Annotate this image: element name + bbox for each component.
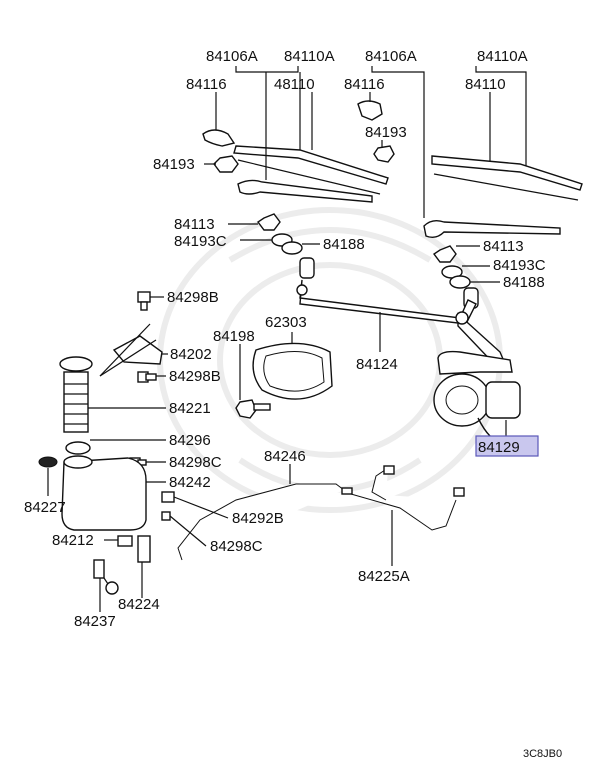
wiper-linkage	[296, 279, 507, 369]
label-filler-neck[interactable]: 84221	[169, 400, 211, 417]
label-grommet[interactable]: 84296	[169, 432, 211, 449]
center-nut	[373, 145, 395, 163]
label-hose[interactable]: 84246	[264, 448, 306, 465]
label-gasket[interactable]: 62303	[265, 314, 307, 331]
washer-pump	[117, 535, 151, 563]
label-connector[interactable]: 84224	[118, 596, 160, 613]
motor-gasket	[252, 342, 333, 400]
reservoir-bracket	[99, 323, 163, 377]
part-highlight	[475, 435, 539, 457]
label-harness[interactable]: 84225A	[358, 568, 410, 585]
right-wiper-assembly	[423, 155, 583, 239]
left-wiper-cap	[202, 129, 236, 147]
washer-hose	[177, 483, 345, 561]
label-nut-center[interactable]: 84193	[365, 124, 407, 141]
label-linkage[interactable]: 84124	[356, 356, 398, 373]
label-blade-refill-right[interactable]: 84110	[465, 76, 506, 93]
left-wiper-arm	[237, 179, 373, 203]
label-pivot-seal-left[interactable]: 84188	[323, 236, 365, 253]
label-pivot-nut-left[interactable]: 84113	[174, 216, 215, 233]
hose-clip-b	[161, 491, 175, 503]
label-motor-bolt[interactable]: 84198	[213, 328, 255, 345]
label-bolt-top[interactable]: 84298B	[167, 289, 219, 306]
label-tank[interactable]: 84242	[169, 474, 211, 491]
left-wiper-assembly	[202, 100, 395, 203]
wiper-motor	[433, 350, 521, 437]
hose-clip-c	[161, 511, 171, 521]
label-bolt-mid[interactable]: 84298B	[169, 368, 221, 385]
label-pivot-nut-right[interactable]: 84113	[483, 238, 524, 255]
label-pump[interactable]: 84212	[52, 532, 94, 549]
label-motor[interactable]: 84129	[478, 439, 520, 456]
right-pivot-seal	[449, 275, 471, 289]
bolt-top	[137, 291, 151, 311]
left-nut	[213, 155, 239, 173]
label-pivot-washer-right[interactable]: 84193C	[493, 257, 546, 274]
label-clip-b[interactable]: 84292B	[232, 510, 284, 527]
grommet	[65, 441, 91, 455]
motor-bolt	[235, 399, 271, 419]
label-pivot-seal-right[interactable]: 84188	[503, 274, 545, 291]
label-nut-left[interactable]: 84193	[153, 156, 195, 173]
label-wiper-blade-right[interactable]: 84110A	[477, 48, 528, 65]
left-pivot-parts	[256, 213, 315, 279]
label-wiper-blade-assy-left[interactable]: 84106A	[206, 48, 258, 65]
left-pivot-shaft	[299, 257, 315, 279]
label-clip-c[interactable]: 84298C	[169, 454, 222, 471]
diagram-code: 3C8JB0	[523, 748, 562, 760]
tank-cap	[38, 456, 58, 468]
right-wiper-blade	[431, 155, 583, 191]
center-wiper-cap	[357, 100, 383, 121]
label-blade-refill-left[interactable]: 48110	[274, 76, 315, 93]
right-pivot-nut	[432, 245, 457, 263]
label-cap-left[interactable]: 84116	[186, 76, 227, 93]
label-cap-right[interactable]: 84116	[344, 76, 385, 93]
filler-neck	[59, 356, 93, 433]
right-wiper-arm	[423, 219, 561, 239]
left-pivot-nut	[256, 213, 281, 231]
leader-lines	[47, 66, 527, 612]
label-level-sensor[interactable]: 84237	[74, 613, 116, 630]
wiring-harness	[341, 465, 465, 531]
label-clip-c2[interactable]: 84298C	[210, 538, 263, 555]
left-pivot-seal	[281, 241, 303, 255]
label-wiper-blade-left[interactable]: 84110A	[284, 48, 335, 65]
level-sensor	[93, 559, 119, 595]
bolt-mid	[137, 371, 157, 383]
label-wiper-blade-assy-right[interactable]: 84106A	[365, 48, 417, 65]
part-labels: 84106A 84110A 84106A 84110A 84116 48110 …	[24, 48, 562, 760]
label-cap[interactable]: 84227	[24, 499, 66, 516]
label-pivot-washer-left[interactable]: 84193C	[174, 233, 227, 250]
label-bracket[interactable]: 84202	[170, 346, 212, 363]
washer-tank	[61, 455, 147, 531]
